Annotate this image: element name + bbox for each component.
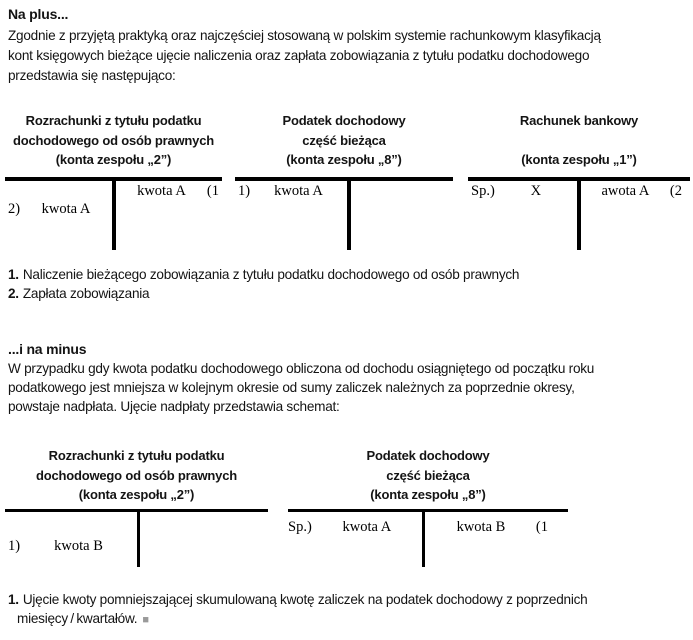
entry-ref: Sp.) bbox=[471, 183, 495, 199]
end-of-article-icon: ■ bbox=[142, 613, 149, 626]
note-number: 1. bbox=[8, 267, 19, 282]
entry-ref: Sp.) bbox=[288, 519, 312, 535]
paragraph-line: W przypadku gdy kwota podatku dochodoweg… bbox=[8, 361, 595, 376]
note-text: Ujęcie kwoty pomniejszającej skumulowaną… bbox=[22, 592, 588, 607]
entry-amount: X bbox=[530, 183, 542, 199]
entry-amount: kwota A bbox=[41, 201, 91, 217]
t-account-body: Sp.) kwota A kwota B (1 bbox=[288, 509, 568, 567]
debit-entry: 2) kwota A bbox=[5, 201, 112, 218]
account-title-line: Rachunek bankowy bbox=[519, 113, 639, 128]
paragraph-line: Zgodnie z przyjętą praktyką oraz najczęś… bbox=[8, 28, 601, 43]
credit-entry: kwota B (1 bbox=[426, 519, 568, 536]
account-title-line: (konta zespołu „1”) bbox=[521, 151, 637, 167]
account-title: Podatek dochodowy część bieżąca (konta z… bbox=[288, 445, 568, 509]
intro-paragraph: Zgodnie z przyjętą praktyką oraz najczęś… bbox=[8, 26, 692, 85]
entry-ref: (2 bbox=[669, 183, 682, 199]
section-heading-i-na-minus: ...i na minus bbox=[8, 341, 87, 357]
paragraph-line: przedstawia się następująco: bbox=[8, 67, 176, 83]
account-title-line: Rozrachunki z tytułu podatku bbox=[48, 448, 225, 463]
account-title-line: (konta zespołu „2”) bbox=[55, 152, 172, 167]
note-text: Zapłata zobowiązania bbox=[22, 285, 150, 301]
note-text: miesięcy / kwartałów. bbox=[17, 610, 138, 626]
debit-entry: 1) kwota B bbox=[5, 538, 137, 555]
section-heading-na-plus: Na plus... bbox=[8, 6, 69, 22]
minus-paragraph: W przypadku gdy kwota podatku dochodoweg… bbox=[8, 359, 692, 416]
note-number: 2. bbox=[8, 285, 19, 301]
entry-ref: 1) bbox=[8, 538, 21, 554]
credit-entry: awota A (2 bbox=[581, 183, 690, 200]
t-account-divider bbox=[137, 512, 140, 567]
entry-amount: kwota A bbox=[137, 183, 186, 199]
account-title-line: Rozrachunki z tytułu podatku bbox=[25, 113, 202, 128]
t-account-divider bbox=[347, 181, 351, 250]
account-title-line: dochodowego od osób prawnych bbox=[13, 132, 214, 148]
entry-ref: (1 bbox=[206, 183, 219, 199]
account-title-line: (konta zespołu „2”) bbox=[78, 487, 195, 502]
note-number: 1. bbox=[8, 592, 19, 607]
debit-entry: 1) kwota A bbox=[235, 183, 347, 200]
entry-amount: kwota B bbox=[54, 538, 103, 554]
entry-amount: kwota A bbox=[342, 519, 392, 535]
t-account-podatek-2: Podatek dochodowy część bieżąca (konta z… bbox=[288, 445, 568, 567]
t-account-divider bbox=[112, 181, 116, 250]
account-title-line: (konta zespołu „8”) bbox=[370, 487, 486, 502]
account-title: Rachunek bankowy (konta zespołu „1”) bbox=[468, 110, 690, 177]
account-title-line bbox=[468, 131, 690, 150]
debit-entry: Sp.) kwota A bbox=[288, 519, 422, 536]
account-title-line: Podatek dochodowy bbox=[366, 448, 490, 463]
paragraph-line: podatkowego jest mniejsza w kolejnym okr… bbox=[8, 380, 575, 395]
note-item: 1.Naliczenie bieżącego zobowiązania z ty… bbox=[8, 266, 520, 285]
entry-amount: awota A bbox=[601, 183, 650, 199]
paragraph-line: powstaje nadpłata. Ujęcie nadpłaty przed… bbox=[8, 399, 340, 414]
t-account-rozrachunki-1: Rozrachunki z tytułu podatku dochodowego… bbox=[5, 110, 222, 250]
account-title-line: część bieżąca bbox=[302, 132, 386, 148]
entry-ref: 2) bbox=[8, 201, 21, 217]
account-title-line: dochodowego od osób prawnych bbox=[36, 467, 237, 483]
account-title: Podatek dochodowy część bieżąca (konta z… bbox=[235, 110, 453, 177]
paragraph-line: kont księgowych bieżące ujęcie naliczeni… bbox=[8, 47, 590, 63]
schema1-notes: 1.Naliczenie bieżącego zobowiązania z ty… bbox=[8, 266, 520, 304]
credit-entry: kwota A (1 bbox=[116, 183, 222, 200]
schema2-note: 1.Ujęcie kwoty pomniejszającej skumulowa… bbox=[8, 591, 588, 630]
account-title-line: część bieżąca bbox=[386, 467, 470, 483]
note-text: Naliczenie bieżącego zobowiązania z tytu… bbox=[22, 267, 520, 282]
note-item-continuation: miesięcy / kwartałów. ■ bbox=[8, 610, 587, 630]
t-account-body: 1) kwota B bbox=[5, 509, 268, 567]
t-account-body: 1) kwota A bbox=[235, 177, 453, 250]
entry-amount: kwota A bbox=[274, 183, 323, 199]
debit-entry: Sp.) X bbox=[468, 183, 577, 200]
account-title: Rozrachunki z tytułu podatku dochodowego… bbox=[5, 445, 268, 509]
t-account-divider bbox=[422, 512, 425, 567]
account-title-line: Podatek dochodowy bbox=[282, 113, 406, 128]
t-account-body: kwota A (1 2) kwota A bbox=[5, 177, 222, 250]
t-account-divider bbox=[577, 181, 581, 250]
t-account-body: Sp.) X awota A (2 bbox=[468, 177, 690, 250]
account-title: Rozrachunki z tytułu podatku dochodowego… bbox=[5, 110, 222, 177]
account-title-line: (konta zespołu „8”) bbox=[286, 152, 402, 167]
t-account-podatek-1: Podatek dochodowy część bieżąca (konta z… bbox=[235, 110, 453, 250]
t-account-bank: Rachunek bankowy (konta zespołu „1”) Sp.… bbox=[468, 110, 690, 250]
entry-ref: (1 bbox=[535, 519, 548, 535]
entry-ref: 1) bbox=[238, 183, 251, 199]
t-account-rozrachunki-2: Rozrachunki z tytułu podatku dochodowego… bbox=[5, 445, 268, 567]
note-item: 1.Ujęcie kwoty pomniejszającej skumulowa… bbox=[8, 591, 588, 610]
entry-amount: kwota B bbox=[456, 519, 506, 535]
note-item: 2.Zapłata zobowiązania bbox=[8, 285, 519, 304]
